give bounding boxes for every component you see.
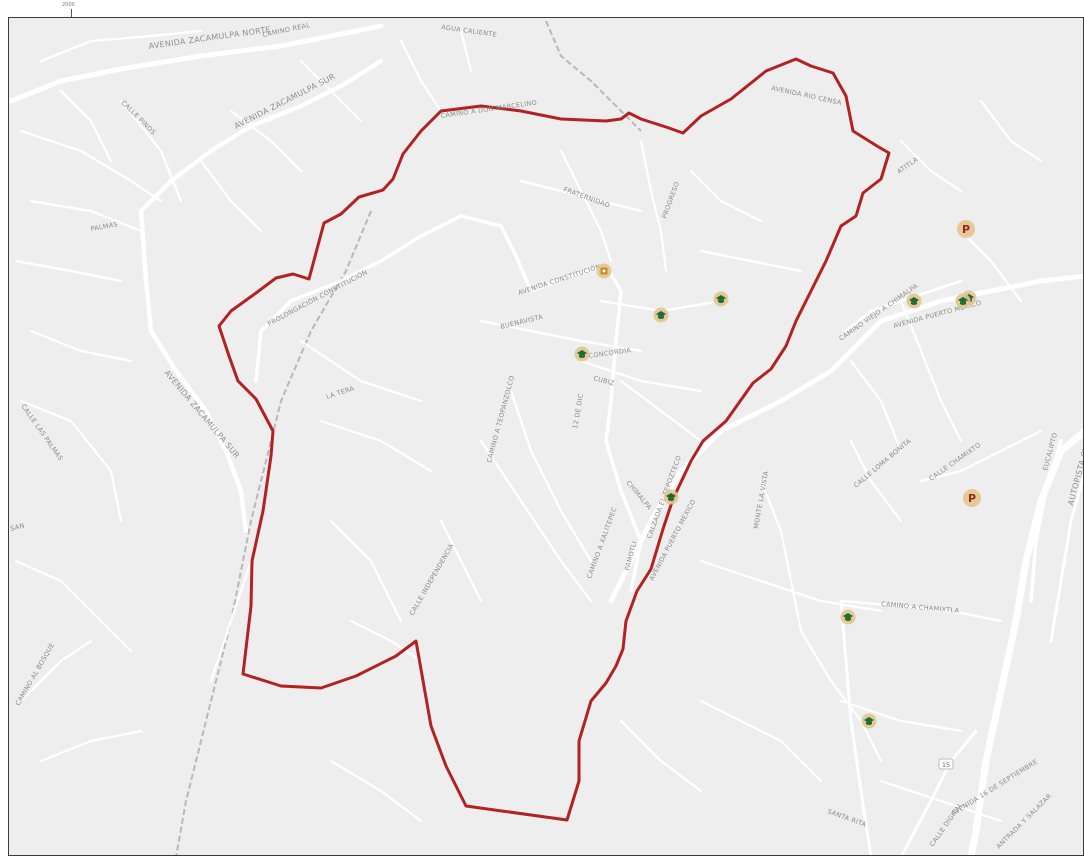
school-icon[interactable] <box>713 291 729 307</box>
railway-lines <box>175 20 642 855</box>
route-shield-label: 15 <box>942 761 950 769</box>
school-icon[interactable] <box>653 307 669 323</box>
school-icon[interactable] <box>663 489 679 505</box>
school-icon[interactable] <box>840 609 856 625</box>
parking-icon[interactable]: P <box>963 489 981 507</box>
government-building-icon[interactable] <box>596 263 612 279</box>
scale-tick-mark <box>71 9 72 17</box>
school-icon[interactable] <box>574 346 590 362</box>
map-canvas[interactable]: 15 AVENIDA ZACAMULPA NORTE CAMINO REAL A… <box>9 18 1084 856</box>
school-icon[interactable] <box>955 293 971 309</box>
school-icon[interactable] <box>861 713 877 729</box>
map-frame[interactable]: 15 AVENIDA ZACAMULPA NORTE CAMINO REAL A… <box>8 17 1084 856</box>
poi-markers: PP <box>574 220 981 729</box>
parking-letter: P <box>968 492 976 505</box>
scale-tick-label: 2000 <box>62 2 75 8</box>
map-background <box>9 18 1083 855</box>
route-shield: 15 <box>938 758 954 770</box>
street-label: SAN <box>9 521 25 532</box>
parking-letter: P <box>962 223 970 236</box>
district-boundary <box>217 57 891 822</box>
major-roads <box>9 23 1083 855</box>
parking-icon[interactable]: P <box>957 220 975 238</box>
school-icon[interactable] <box>906 293 922 309</box>
